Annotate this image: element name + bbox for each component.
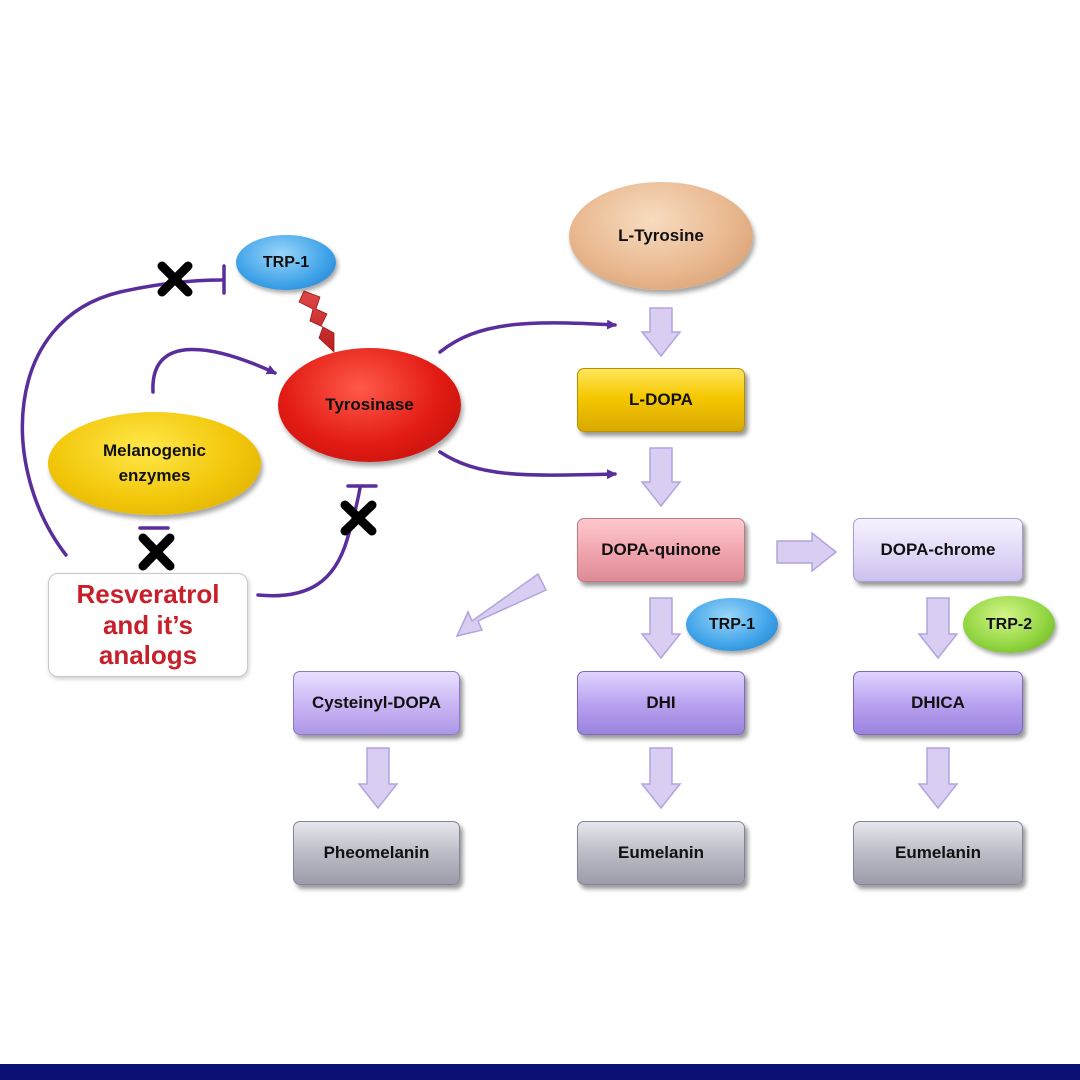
melanogenic-enzymes-label: Melanogenic enzymes [103,439,206,488]
eumelanin-node-2: Eumelanin [853,821,1023,885]
melanogenic-line-2: enzymes [118,465,191,485]
dopa-chrome-label: DOPA-chrome [880,540,996,559]
bottom-bar [0,1064,1080,1080]
connector-tyrosinase-to-ldopa [438,319,617,354]
dhi-label: DHI [646,693,676,712]
eumelanin-node-1: Eumelanin [577,821,745,885]
block-arrow-ldopa-to-dopaquinone [640,447,682,508]
eumelanin-label-2: Eumelanin [895,843,981,862]
block-arrow-dopachrome-to-dhica [917,597,959,660]
block-arrow-dopaquinone-to-cysteinyldopa [455,572,548,638]
lightning-icon [298,290,335,353]
dopa-quinone-label: DOPA-quinone [601,540,721,559]
l-dopa-label: L-DOPA [629,390,693,409]
trp1-node-mid: TRP-1 [686,598,778,651]
resveratrol-line-3: analogs [98,640,198,671]
pheomelanin-label: Pheomelanin [323,843,430,862]
eumelanin-label-1: Eumelanin [618,843,704,862]
tyrosinase-node: Tyrosinase [278,348,461,462]
trp1-label-mid: TRP-1 [708,615,756,633]
resveratrol-line-1: Resveratrol [76,578,220,609]
trp1-label-top: TRP-1 [262,253,310,271]
l-tyrosine-label: L-Tyrosine [618,226,704,245]
connector-resveratrol-to-tyrosinase-inhibition [256,486,362,598]
dhica-label: DHICA [911,693,965,712]
block-arrow-ltyrosine-to-ldopa [640,307,682,358]
resveratrol-node: Resveratrol and it’s analogs [48,573,248,677]
melanogenic-enzymes-node: Melanogenic enzymes [48,412,261,515]
cross-mark-icon [138,533,175,571]
trp1-node-top: TRP-1 [236,235,336,290]
cross-marks [138,261,377,571]
block-arrow-dhica-to-eumelanin [917,747,959,810]
cysteinyl-dopa-label: Cysteinyl-DOPA [311,693,442,712]
cross-mark-icon [340,500,377,536]
connectors [20,278,617,598]
tyrosinase-label: Tyrosinase [325,395,414,414]
inhibition-bars [138,264,378,530]
trp2-node: TRP-2 [963,596,1055,653]
dopa-chrome-node: DOPA-chrome [853,518,1023,582]
connector-resveratrol-to-trp1-inhibition [20,278,224,557]
cross-mark-icon [157,261,193,297]
connector-melanogenic-to-tyrosinase [151,347,277,394]
melanogenic-line-1: Melanogenic [103,440,206,460]
resveratrol-line-2: and it’s [102,609,194,640]
l-dopa-node: L-DOPA [577,368,745,432]
block-arrow-dhi-to-eumelanin [640,747,682,810]
block-arrow-dopaquinone-to-dopachrome [776,531,838,573]
pheomelanin-node: Pheomelanin [293,821,460,885]
dhi-node: DHI [577,671,745,735]
dhica-node: DHICA [853,671,1023,735]
dopa-quinone-node: DOPA-quinone [577,518,745,582]
block-arrows [357,307,959,810]
block-arrow-cysteinyldopa-to-pheomelanin [357,747,399,810]
l-tyrosine-node: L-Tyrosine [569,182,753,290]
cysteinyl-dopa-node: Cysteinyl-DOPA [293,671,460,735]
connector-tyrosinase-to-dopaquinone [438,450,617,480]
block-arrow-dopaquinone-to-dhi [640,597,682,660]
trp2-label: TRP-2 [985,615,1033,633]
